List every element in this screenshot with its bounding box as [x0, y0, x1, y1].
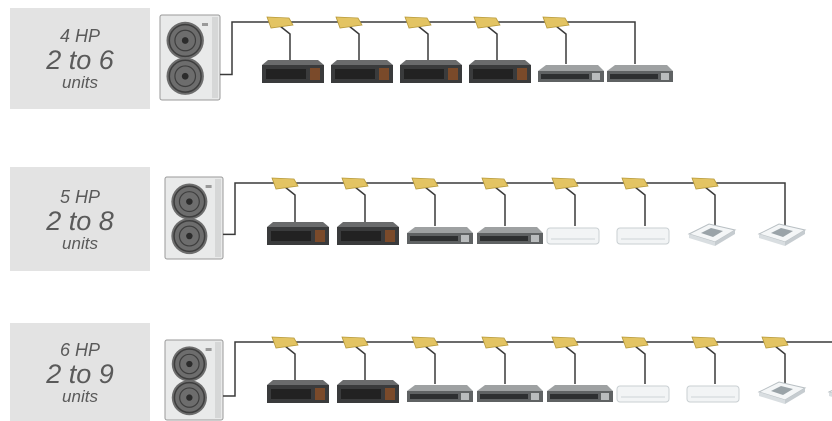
branch-joint-icon — [341, 336, 369, 349]
branch-joint-icon — [271, 336, 299, 349]
branch-joint-icon — [271, 177, 299, 190]
branch-joint-icon — [761, 336, 789, 349]
ducted-unit-icon — [337, 380, 399, 403]
units-word-label: units — [62, 73, 98, 92]
unit-range-label: 2 to 9 — [46, 358, 114, 389]
system-row-2 — [164, 176, 807, 260]
ducted-unit-icon — [337, 222, 399, 245]
system-row-1 — [159, 14, 673, 101]
system-label-5hp: 5 HP 2 to 8 units — [10, 167, 150, 271]
ducted-unit-icon — [469, 60, 531, 83]
branch-joint-icon — [621, 177, 649, 190]
ducted-unit-icon — [267, 222, 329, 245]
slim-ducted-unit-icon — [538, 65, 604, 82]
cassette-unit-icon — [827, 389, 832, 397]
branch-joint-icon — [691, 177, 719, 190]
slim-ducted-unit-icon — [477, 385, 543, 402]
system-label-6hp: 6 HP 2 to 9 units — [10, 323, 150, 421]
cassette-unit-icon — [757, 381, 807, 404]
system-row-3 — [164, 336, 832, 421]
units-word-label: units — [62, 386, 98, 406]
branch-joint-icon — [551, 336, 579, 349]
branch-joint-icon — [481, 336, 509, 349]
branch-joint-icon — [335, 16, 363, 29]
branch-joint-icon — [481, 177, 509, 190]
branch-joint-icon — [621, 336, 649, 349]
wall-mounted-unit-icon — [686, 385, 740, 403]
refrigerant-pipe — [223, 182, 786, 236]
branch-joint-icon — [473, 16, 501, 29]
ducted-unit-icon — [267, 380, 329, 403]
branch-joint-icon — [542, 16, 570, 29]
refrigerant-pipe — [220, 21, 636, 76]
slim-ducted-unit-icon — [407, 227, 473, 244]
capacity-label: 4 HP — [59, 26, 101, 46]
capacity-label: 5 HP — [59, 186, 101, 207]
outdoor-unit-icon — [164, 176, 224, 260]
branch-joint-icon — [691, 336, 719, 349]
branch-joint-icon — [404, 16, 432, 29]
branch-joint-icon — [551, 177, 579, 190]
ducted-unit-icon — [400, 60, 462, 83]
ducted-unit-icon — [331, 60, 393, 83]
branch-joint-icon — [341, 177, 369, 190]
ducted-unit-icon — [262, 60, 324, 83]
units-word-label: units — [62, 233, 98, 253]
wall-mounted-unit-icon — [546, 227, 600, 245]
cassette-unit-icon — [687, 223, 737, 246]
slim-ducted-unit-icon — [477, 227, 543, 244]
unit-range-label: 2 to 6 — [46, 45, 114, 75]
cassette-unit-icon — [757, 223, 807, 246]
capacity-label: 6 HP — [59, 339, 101, 360]
system-label-4hp: 4 HP 2 to 6 units — [10, 8, 150, 109]
wall-mounted-unit-icon — [616, 227, 670, 245]
slim-ducted-unit-icon — [407, 385, 473, 402]
unit-range-label: 2 to 8 — [46, 205, 114, 236]
wall-mounted-unit-icon — [616, 385, 670, 403]
branch-joint-icon — [411, 177, 439, 190]
outdoor-unit-icon — [164, 339, 224, 421]
refrigerant-pipe — [223, 341, 832, 397]
slim-ducted-unit-icon — [547, 385, 613, 402]
branch-joint-icon — [266, 16, 294, 29]
slim-ducted-unit-icon — [607, 65, 673, 82]
branch-joint-icon — [411, 336, 439, 349]
outdoor-unit-icon — [159, 14, 221, 101]
